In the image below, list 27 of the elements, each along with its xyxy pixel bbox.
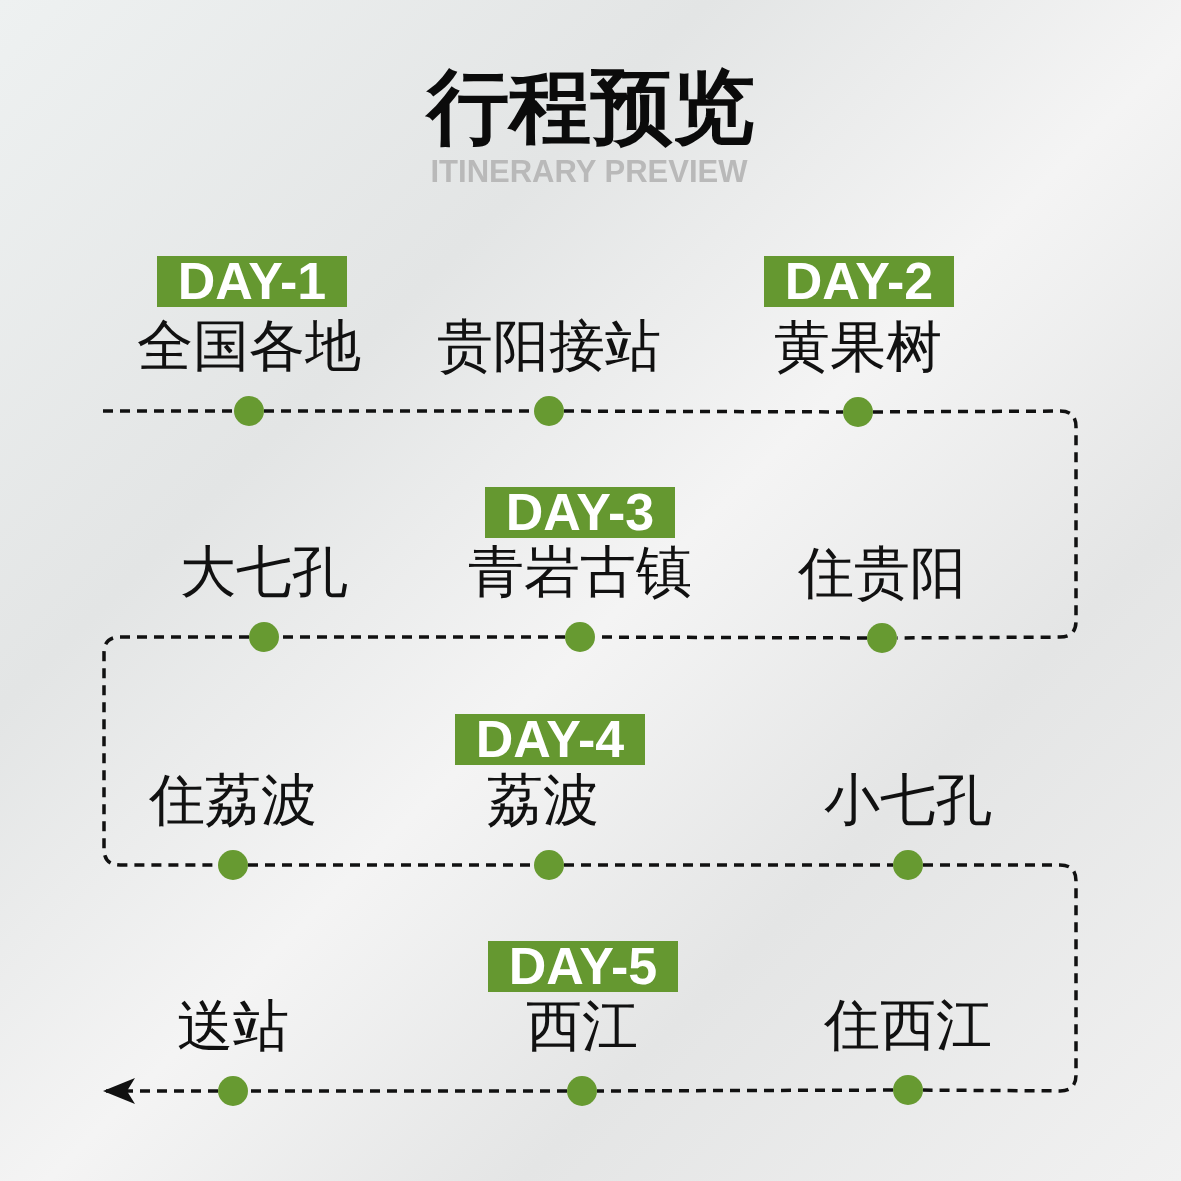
title: 行程预览 — [424, 62, 756, 153]
route-line — [597, 1088, 893, 1093]
place-name: 住荔波 — [149, 769, 317, 831]
place-name: 西江 — [526, 995, 638, 1057]
place-name: 小七孔 — [824, 769, 992, 831]
place-name: 大七孔 — [180, 541, 348, 603]
place-name: 黄果树 — [774, 316, 942, 378]
day-badge: DAY-3 — [485, 487, 675, 538]
place-name: 住西江 — [824, 994, 992, 1056]
route-line — [564, 409, 843, 414]
route-arrow — [103, 1078, 218, 1104]
day-badge: DAY-1 — [157, 256, 347, 307]
route-line — [103, 409, 234, 413]
place-name: 全国各地 — [137, 315, 361, 377]
day-badge: DAY-2 — [764, 256, 954, 307]
day-badge: DAY-5 — [488, 941, 678, 992]
place-name: 荔波 — [487, 769, 599, 831]
day-badge: DAY-4 — [455, 714, 645, 765]
place-name: 送站 — [177, 995, 289, 1057]
route-line — [873, 409, 1078, 640]
place-name: 青岩古镇 — [468, 541, 692, 603]
place-name: 贵阳接站 — [437, 315, 661, 377]
route-line — [923, 863, 1078, 1093]
route-line — [248, 1089, 567, 1093]
place-name: 住贵阳 — [798, 542, 966, 604]
route-line — [102, 635, 249, 867]
route-line — [564, 863, 893, 867]
